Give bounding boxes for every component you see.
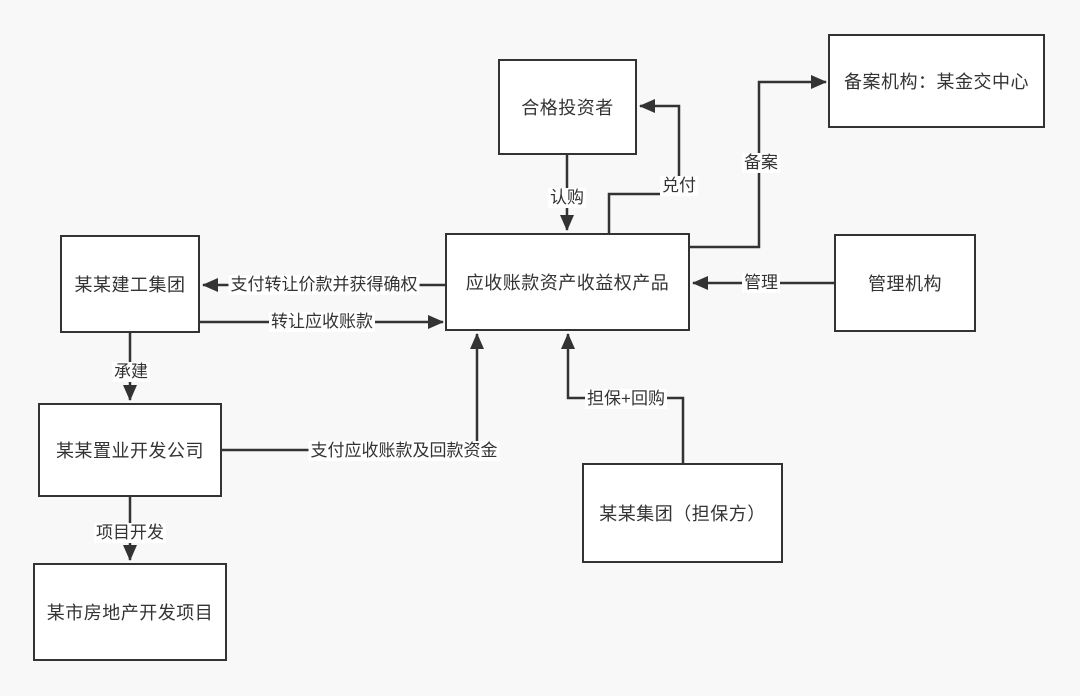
node-management-institution-label: 管理机构 [868,274,942,294]
node-filing-institution: 备案机构：某金交中心 [828,34,1045,128]
node-development-company: 某某置业开发公司 [38,403,222,497]
node-management-institution: 管理机构 [834,234,976,332]
node-construction-group-label: 某某建工集团 [74,275,186,295]
edge-label-guarantee-repurchase: 担保+回购 [585,389,667,409]
edge-label-subscribe: 认购 [548,188,586,208]
edge-label-transfer-receivables: 转让应收账款 [269,312,375,332]
node-product-label: 应收账款资产收益权产品 [465,273,670,293]
edge-label-pay-transfer-price: 支付转让价款并获得确权 [228,275,420,295]
node-development-company-label: 某某置业开发公司 [56,441,204,461]
edge-label-manage: 管理 [742,273,780,293]
node-real-estate-project-label: 某市房地产开发项目 [46,603,214,623]
edge-label-redeem: 兑付 [660,176,698,196]
edge-label-undertake-construction: 承建 [112,362,150,382]
edge-label-filing: 备案 [742,153,780,173]
edge-label-project-development: 项目开发 [94,523,166,543]
node-qualified-investor-label: 合格投资者 [521,98,614,118]
edge-pay-receivables-funds-arrow [222,333,484,452]
node-real-estate-project: 某市房地产开发项目 [33,563,227,661]
edge-label-pay-receivables-funds: 支付应收账款及回款资金 [308,441,500,461]
node-product: 应收账款资产收益权产品 [445,233,690,331]
node-qualified-investor: 合格投资者 [498,59,637,155]
node-filing-institution-label: 备案机构：某金交中心 [844,72,1029,92]
node-construction-group: 某某建工集团 [60,235,200,333]
node-guarantor-group: 某某集团（担保方） [582,463,783,563]
node-guarantor-group-label: 某某集团（担保方） [599,504,766,524]
